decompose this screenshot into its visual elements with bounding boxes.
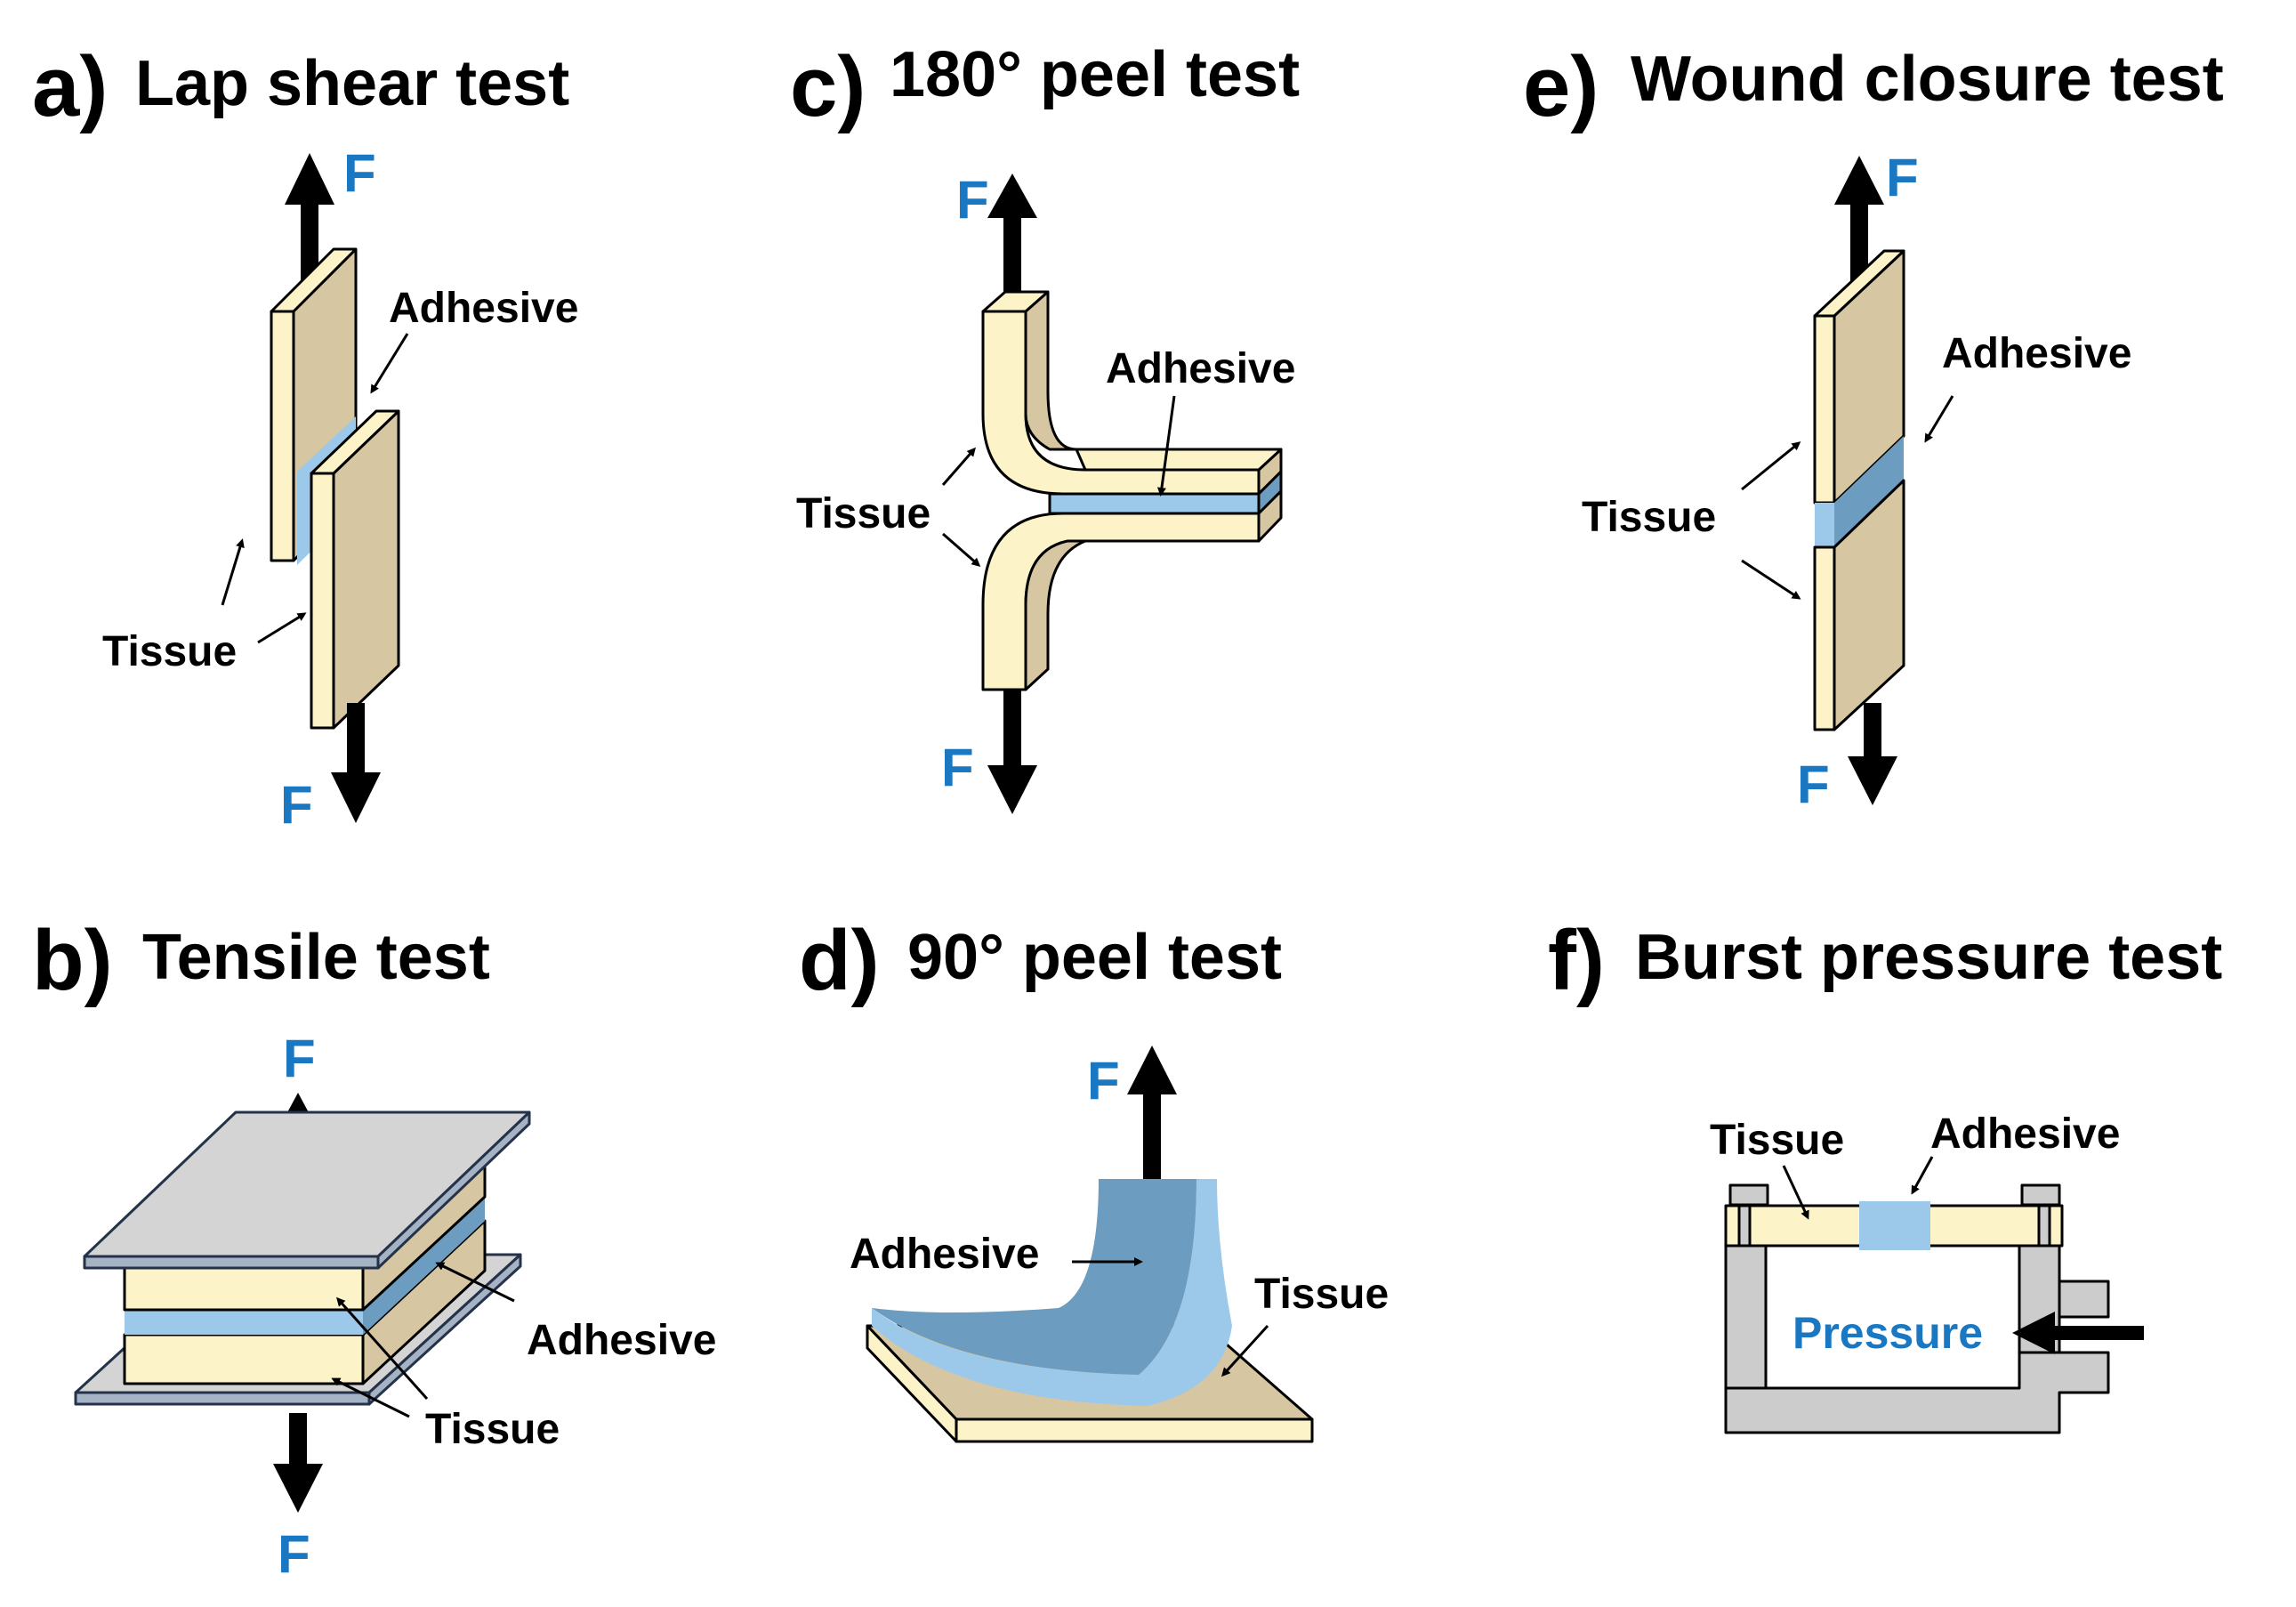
panel-d-tissue-label: Tissue xyxy=(1254,1271,1389,1318)
panel-e-adhesive-pointer xyxy=(1924,395,1954,443)
panel-d-adhesive-strip xyxy=(872,1179,1232,1406)
panel-b-letter: b) xyxy=(32,913,113,1008)
panel-e-force-top: F xyxy=(1886,148,1919,207)
panel-a-adhesive-pointer xyxy=(370,333,409,394)
panel-f-adhesive-patch xyxy=(1859,1201,1930,1250)
panel-c-letter: c) xyxy=(790,39,866,134)
panel-e-lower-tissue xyxy=(1813,479,1905,731)
panel-e-title: Wound closure test xyxy=(1631,44,2224,115)
panel-d-tissue-pointer xyxy=(1221,1324,1269,1377)
panel-f-pressure-arrow xyxy=(2012,1312,2144,1354)
panel-f-tissue-label: Tissue xyxy=(1710,1117,1844,1164)
panel-f-adhesive-pointer xyxy=(1911,1156,1934,1195)
panel-a-title: Lap shear test xyxy=(135,48,569,119)
panel-b-force-top: F xyxy=(283,1029,316,1088)
panel-b-force-bottom: F xyxy=(278,1524,310,1584)
panel-b-adhesive-block xyxy=(125,1197,485,1335)
panel-c-adhesive-pointer xyxy=(1156,395,1176,497)
panel-e-tissue-pointer-upper xyxy=(1741,441,1801,491)
panel-a-adhesive-label: Adhesive xyxy=(389,285,578,332)
panel-a-lap-shear: a) Lap shear test F F Adhesive xyxy=(32,39,578,835)
panel-e-tissue-label: Tissue xyxy=(1582,494,1716,541)
panel-e-tissue-pointer-lower xyxy=(1741,559,1801,600)
panel-b-lower-tissue xyxy=(123,1219,487,1385)
panel-d-adhesive-label: Adhesive xyxy=(850,1231,1039,1278)
panel-a-force-arrow-up xyxy=(285,153,334,285)
panel-c-lower-tissue xyxy=(981,489,1283,691)
panel-e-adhesive-label: Adhesive xyxy=(1942,330,2131,377)
panel-a-letter: a) xyxy=(32,39,108,134)
panel-f-chamber-left-wall xyxy=(1724,1244,1768,1390)
panel-e-wound-closure: e) Wound closure test F F Adhesive xyxy=(1523,39,2224,814)
panel-b-force-arrow-down xyxy=(273,1413,323,1513)
panel-f-pressure-label: Pressure xyxy=(1792,1308,1983,1358)
panel-c-upper-tissue xyxy=(981,290,1283,496)
panel-f-right-pin xyxy=(2037,1204,2051,1248)
panel-a-force-bottom: F xyxy=(280,775,313,835)
panel-c-force-arrow-up xyxy=(987,174,1037,301)
panel-b-tensile: b) Tensile test F xyxy=(32,913,716,1584)
panel-a-force-top: F xyxy=(343,143,376,203)
panel-f-left-pin xyxy=(1737,1204,1752,1248)
panel-b-tissue-pointer-upper xyxy=(336,1296,429,1400)
panel-d-letter: d) xyxy=(799,913,880,1008)
panel-f-letter: f) xyxy=(1548,913,1605,1008)
panel-c-force-bottom: F xyxy=(941,738,974,797)
panel-a-lower-tissue xyxy=(310,409,400,730)
panel-b-adhesive-label: Adhesive xyxy=(527,1317,716,1364)
panel-f-right-clamp xyxy=(2020,1183,2061,1207)
panel-b-title: Tensile test xyxy=(142,922,490,993)
panel-c-tissue-label: Tissue xyxy=(796,490,930,537)
panel-c-force-arrow-down xyxy=(987,690,1037,814)
panel-b-tissue-pointer-lower xyxy=(331,1377,410,1418)
panel-c-force-top: F xyxy=(956,170,989,230)
panel-c-180-peel: c) 180° peel test F F xyxy=(790,39,1300,814)
panel-a-tissue-label: Tissue xyxy=(102,628,237,675)
panel-f-title: Burst pressure test xyxy=(1635,922,2222,993)
panel-d-force-arrow-up xyxy=(1127,1046,1177,1179)
panel-f-left-clamp xyxy=(1728,1183,1769,1207)
panel-d-force-top: F xyxy=(1087,1051,1120,1110)
panel-e-force-arrow-down xyxy=(1848,703,1897,805)
panel-e-adhesive-band xyxy=(1815,436,1904,547)
panel-d-title: 90° peel test xyxy=(907,922,1282,993)
panel-c-adhesive-label: Adhesive xyxy=(1106,345,1295,392)
panel-b-adhesive-pointer xyxy=(435,1262,515,1303)
panel-f-tissue-pointer xyxy=(1782,1165,1809,1220)
panel-b-upper-plate xyxy=(83,1110,531,1270)
panel-e-letter: e) xyxy=(1523,39,1599,134)
panel-b-tissue-label: Tissue xyxy=(425,1406,560,1453)
panel-a-force-arrow-down xyxy=(331,703,381,823)
panel-a-tissue-pointer-lower xyxy=(257,612,307,644)
panel-f-burst-pressure: f) Burst pressure test Pressure Tissue A… xyxy=(1548,913,2222,1434)
panel-a-tissue-pointer-upper xyxy=(221,538,245,606)
panel-c-tissue-pointer-upper xyxy=(941,447,976,486)
panel-f-adhesive-label: Adhesive xyxy=(1930,1110,2120,1158)
panel-c-tissue-pointer-lower xyxy=(942,532,981,567)
panel-c-title: 180° peel test xyxy=(890,39,1300,110)
panel-e-force-arrow-up xyxy=(1834,156,1884,285)
panel-e-force-bottom: F xyxy=(1797,755,1830,814)
panel-d-90-peel: d) 90° peel test F Adhesive Tissue xyxy=(799,913,1389,1443)
